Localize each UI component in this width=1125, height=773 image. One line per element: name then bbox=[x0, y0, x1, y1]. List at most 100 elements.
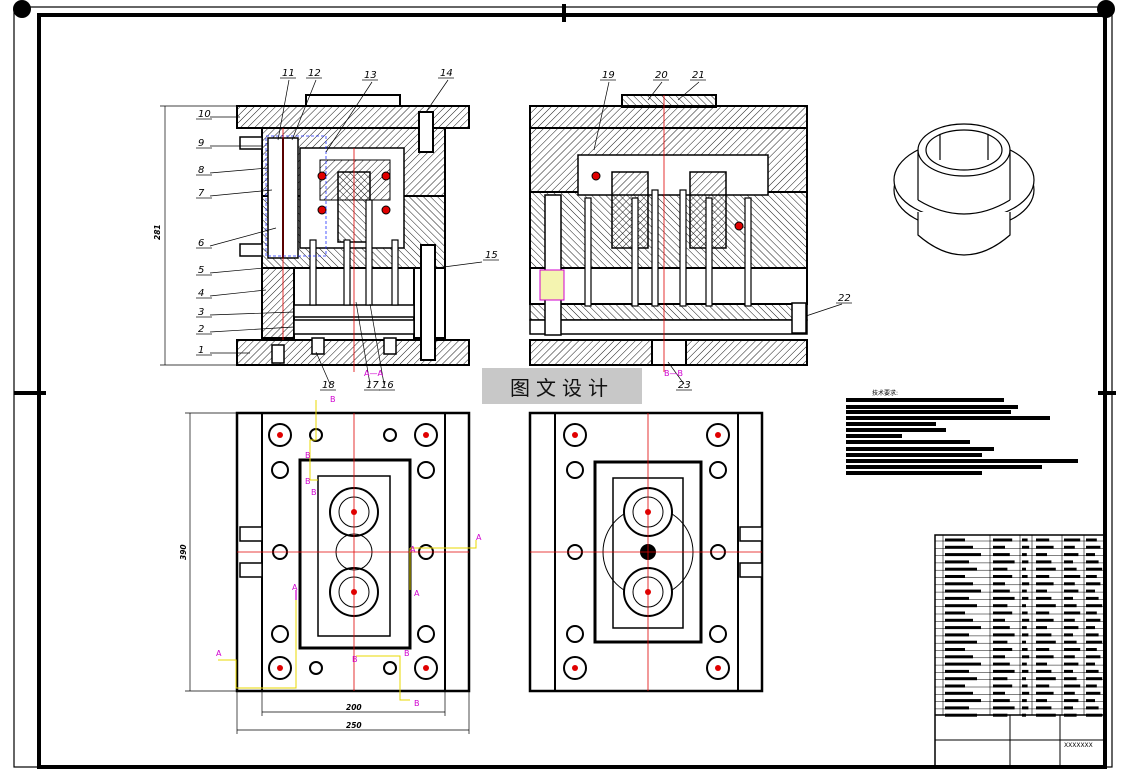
plan-section-mark: B bbox=[352, 655, 358, 664]
bom-cell-text bbox=[1022, 596, 1029, 600]
part-label-4: 4 bbox=[198, 288, 204, 299]
bom-cell-text bbox=[1064, 691, 1075, 695]
bom-cell-text bbox=[1022, 677, 1026, 681]
bom-cell-text bbox=[1086, 699, 1095, 703]
part-label-19: 19 bbox=[602, 70, 615, 81]
bom-cell-text bbox=[945, 560, 969, 564]
bom-cell-text bbox=[1036, 669, 1052, 673]
bom-cell-text bbox=[1036, 596, 1052, 600]
bom-cell-text bbox=[1022, 575, 1028, 578]
bom-cell-text bbox=[993, 618, 1005, 622]
bom-cell-text bbox=[1022, 604, 1026, 608]
part-label-15: 15 bbox=[485, 250, 498, 261]
bom-cell-text bbox=[993, 626, 1010, 630]
bom-cell-text bbox=[1022, 538, 1028, 542]
bom-cell-text bbox=[993, 706, 1015, 710]
bom-cell-text bbox=[993, 662, 1010, 666]
title-block-code: XXXXXXX bbox=[1064, 742, 1093, 749]
dimension-width-inner: 200 bbox=[346, 703, 362, 712]
bom-cell-text bbox=[1036, 589, 1047, 593]
bom-cell-text bbox=[945, 669, 969, 673]
bom-cell-text bbox=[1036, 684, 1050, 688]
bom-cell-text bbox=[945, 553, 981, 557]
bom-cell-text bbox=[1022, 582, 1030, 586]
bom-cell-text bbox=[1036, 648, 1050, 651]
bom-cell-text bbox=[1064, 669, 1073, 673]
bom-cell-text bbox=[1036, 567, 1056, 571]
plan-view-right bbox=[528, 411, 764, 693]
bom-cell-text bbox=[1086, 618, 1101, 622]
bom-cell-text bbox=[945, 582, 973, 586]
dimension-height-plan: 390 bbox=[179, 544, 188, 560]
bom-cell-text bbox=[1064, 713, 1077, 717]
bom-cell-text bbox=[1064, 545, 1075, 549]
bom-cell-text bbox=[1036, 604, 1056, 608]
part-label-5: 5 bbox=[198, 265, 204, 276]
bom-cell-text bbox=[1086, 677, 1103, 681]
bom-cell-text bbox=[1036, 677, 1056, 681]
plan-section-mark: B bbox=[404, 649, 410, 658]
bom-cell-text bbox=[1086, 567, 1103, 571]
bom-cell-text bbox=[945, 618, 973, 622]
bom-cell-text bbox=[993, 596, 1015, 600]
section-view-left: 2 8 1 A—A bbox=[153, 79, 483, 385]
bom-cell-text bbox=[1064, 567, 1077, 571]
bom-cell-text bbox=[1086, 691, 1101, 695]
bom-cell-text bbox=[1064, 596, 1073, 600]
bom-row-text bbox=[945, 538, 1103, 717]
bom-cell-text bbox=[1022, 633, 1029, 637]
part-label-10: 10 bbox=[198, 109, 211, 120]
bom-cell-text bbox=[1064, 684, 1081, 688]
part-label-23: 23 bbox=[678, 380, 691, 391]
bom-cell-text bbox=[1064, 640, 1077, 644]
bom-cell-text bbox=[1086, 538, 1097, 542]
bom-cell-text bbox=[945, 706, 969, 710]
bom-cell-text bbox=[1064, 655, 1075, 659]
bom-cell-text bbox=[1036, 699, 1047, 703]
bom-cell-text bbox=[1022, 626, 1027, 630]
bom-cell-text bbox=[1064, 618, 1075, 622]
section-mark-aa: A—A bbox=[364, 369, 383, 378]
bom-cell-text bbox=[993, 604, 1008, 608]
part-label-1: 1 bbox=[198, 345, 204, 356]
part-label-6: 6 bbox=[198, 238, 204, 249]
bom-cell-text bbox=[1022, 699, 1027, 703]
bom-cell-text bbox=[1064, 553, 1079, 557]
plan-section-mark: A bbox=[414, 589, 420, 598]
bom-cell-text bbox=[945, 655, 973, 659]
bom-cell-text bbox=[1064, 699, 1079, 703]
bom-cell-text bbox=[945, 567, 977, 571]
bom-cell-text bbox=[993, 611, 1013, 615]
bom-cell-text bbox=[1086, 655, 1101, 659]
part-label-17: 17 bbox=[366, 380, 379, 391]
bom-cell-text bbox=[1022, 655, 1030, 659]
bom-cell-text bbox=[1022, 611, 1028, 615]
bom-cell-text bbox=[945, 713, 977, 717]
bom-cell-text bbox=[1086, 669, 1099, 673]
bom-cell-text bbox=[1064, 604, 1077, 608]
plan-section-mark: B bbox=[330, 395, 336, 404]
part-label-18: 18 bbox=[322, 380, 335, 391]
bom-cell-text bbox=[1086, 706, 1099, 710]
part-label-8: 8 bbox=[198, 165, 204, 176]
part-label-2: 2 bbox=[198, 324, 204, 335]
bom-cell-text bbox=[993, 589, 1010, 593]
plan-section-mark: B bbox=[305, 477, 311, 486]
bom-cell-text bbox=[1036, 611, 1050, 615]
bom-cell-text bbox=[1036, 640, 1056, 644]
bom-cell-text bbox=[1086, 582, 1101, 586]
bom-cell-text bbox=[993, 582, 1005, 586]
bom-cell-text bbox=[993, 545, 1005, 549]
bom-cell-text bbox=[945, 662, 981, 666]
bom-cell-text bbox=[945, 648, 965, 651]
bom-cell-text bbox=[1064, 626, 1079, 630]
bom-cell-text bbox=[1036, 633, 1052, 637]
bom-cell-text bbox=[1064, 560, 1073, 564]
bom-cell-text bbox=[1036, 655, 1054, 659]
bom-cell-text bbox=[1036, 545, 1054, 549]
bom-cell-text bbox=[1086, 596, 1099, 600]
bom-cell-text bbox=[993, 575, 1013, 578]
bom-cell-text bbox=[945, 589, 981, 593]
bom-cell-text bbox=[1086, 604, 1103, 608]
bom-cell-text bbox=[1022, 648, 1028, 651]
